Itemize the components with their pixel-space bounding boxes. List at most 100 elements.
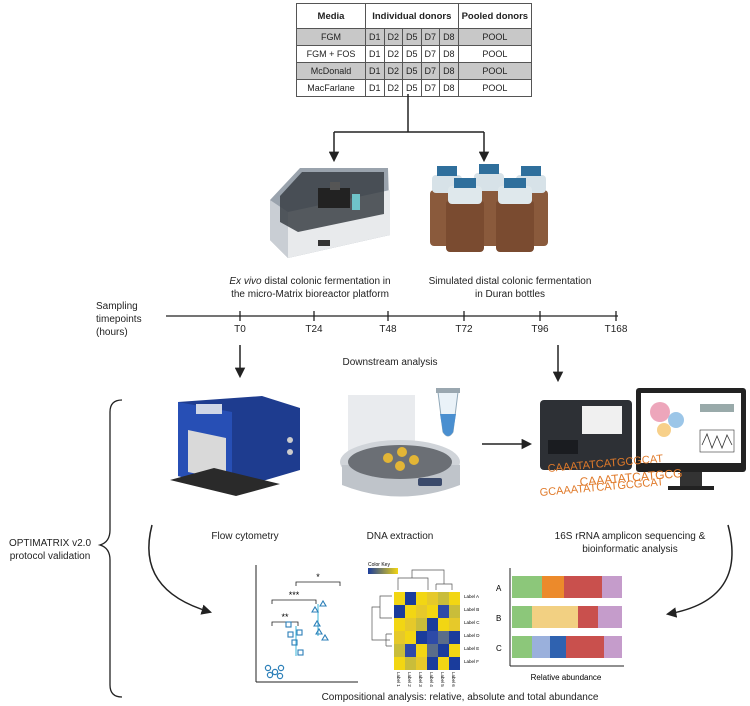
sequencer-icon <box>540 400 632 470</box>
heatmap-cell <box>427 631 438 644</box>
platform-right-label: Simulated distal colonic fermentation in… <box>428 276 592 300</box>
table-row: McDonald D1 D2 D5 D7 D8 POOL <box>296 62 533 80</box>
heatmap-cell <box>438 605 449 618</box>
curve-arrow-left <box>148 524 213 615</box>
heatmap-cell <box>394 618 405 631</box>
heatmap-row-label: Label B <box>464 607 479 612</box>
bar-row-label: A <box>496 584 502 593</box>
heatmap-cell <box>405 644 416 657</box>
heatmap-cell <box>416 657 427 670</box>
tube-icon <box>436 388 460 437</box>
flow-cytometer-icon <box>170 396 300 496</box>
heatmap-row-label: Label D <box>464 633 480 638</box>
heatmap-col-label: Label 5 <box>440 672 445 687</box>
centrifuge-icon <box>340 395 460 497</box>
heatmap-cell <box>405 631 416 644</box>
heatmap-cell <box>416 618 427 631</box>
heatmap-cell <box>416 592 427 605</box>
pool-cell: POOL <box>457 28 533 46</box>
heatmap-cell <box>394 592 405 605</box>
heatmap-icon: Color Key <box>368 562 460 670</box>
split-connector <box>328 94 490 163</box>
bar-row-label: C <box>496 644 502 653</box>
heatmap-row-label: Label F <box>464 659 479 664</box>
stacked-bar-icon <box>509 568 624 667</box>
heatmap-cell <box>427 657 438 670</box>
heatmap-row-label: Label E <box>464 646 479 651</box>
heatmap-cell <box>449 631 460 644</box>
heatmap-row-label: Label C <box>464 620 480 625</box>
heatmap-cell <box>416 644 427 657</box>
heatmap-cell <box>427 644 438 657</box>
heatmap-cell <box>449 592 460 605</box>
heatmap-cell <box>405 605 416 618</box>
donor-cell: D7 <box>420 79 441 97</box>
sig-label-c: ** <box>281 612 289 622</box>
heatmap-cell <box>405 592 416 605</box>
sig-label-b: * <box>316 572 320 582</box>
media-cell: FGM <box>296 28 366 46</box>
heatmap-cell <box>416 605 427 618</box>
header-media: Media <box>296 3 366 29</box>
validation-label: OPTIMATRIX v2.0 protocol validation <box>8 538 92 562</box>
heatmap-col-label: Label 1 <box>396 672 401 687</box>
header-pooled: Pooled donors <box>457 3 533 29</box>
heatmap-cell <box>449 657 460 670</box>
tick-label: T0 <box>234 324 246 335</box>
platform-left-label: Ex vivo distal colonic fermentation in t… <box>229 276 391 300</box>
color-key-label: Color Key <box>368 562 390 568</box>
heatmap-cell <box>416 631 427 644</box>
heatmap-cell <box>438 592 449 605</box>
heatmap-cell <box>427 592 438 605</box>
heatmap-cell <box>394 631 405 644</box>
tick-label: T48 <box>379 324 397 335</box>
heatmap-cell <box>438 618 449 631</box>
bar-row-label: B <box>496 614 501 623</box>
curve-arrow-right <box>665 524 733 618</box>
dna-label: DNA extraction <box>366 531 434 542</box>
heatmap-cell <box>405 618 416 631</box>
heatmap-cell <box>394 605 405 618</box>
header-individual: Individual donors <box>365 3 459 29</box>
timeline <box>166 311 618 321</box>
tick-label: T96 <box>531 324 549 335</box>
donor-cell: D7 <box>420 28 441 46</box>
sig-label-a: *** <box>289 590 300 600</box>
sampling-label: Sampling timepoints (hours) <box>96 301 142 338</box>
monitor-icon <box>636 388 746 490</box>
media-table: Media Individual donors Pooled donors FG… <box>296 3 533 97</box>
tick-label: T24 <box>305 324 323 335</box>
sequencing-label: 16S rRNA amplicon sequencing & bioinform… <box>554 531 706 555</box>
pool-cell: POOL <box>457 62 533 80</box>
heatmap-cell <box>427 618 438 631</box>
bar-xlabel: Relative abundance <box>531 673 602 682</box>
donor-cell: D5 <box>402 62 422 80</box>
duran-bottles-icon <box>430 164 548 252</box>
heatmap-cell <box>449 618 460 631</box>
heatmap-cell <box>449 605 460 618</box>
heatmap-cell <box>394 644 405 657</box>
donor-cell: D8 <box>439 79 459 97</box>
heatmap-cell <box>405 657 416 670</box>
heatmap-cell <box>438 631 449 644</box>
heatmap-cell <box>394 657 405 670</box>
validation-brace <box>97 399 123 698</box>
heatmap-cell <box>438 657 449 670</box>
footer-caption: Compositional analysis: relative, absolu… <box>321 692 599 703</box>
heatmap-row-label: Label A <box>464 594 479 599</box>
table-row: MacFarlane D1 D2 D5 D7 D8 POOL <box>296 79 533 97</box>
donor-cell: D5 <box>402 28 422 46</box>
heatmap-cell <box>427 605 438 618</box>
pool-cell: POOL <box>457 79 533 97</box>
heatmap-col-label: Label 2 <box>407 672 412 687</box>
bioreactor-icon <box>270 168 390 258</box>
downstream-title: Downstream analysis <box>342 357 438 368</box>
media-cell: MacFarlane <box>296 79 366 97</box>
tick-label: T168 <box>604 324 628 335</box>
heatmap-col-label: Label 4 <box>429 672 434 687</box>
heatmap-cell <box>449 644 460 657</box>
heatmap-cell <box>438 644 449 657</box>
table-row: FGM + FOS D1 D2 D5 D7 D8 POOL <box>296 45 533 63</box>
tick-label: T72 <box>455 324 473 335</box>
